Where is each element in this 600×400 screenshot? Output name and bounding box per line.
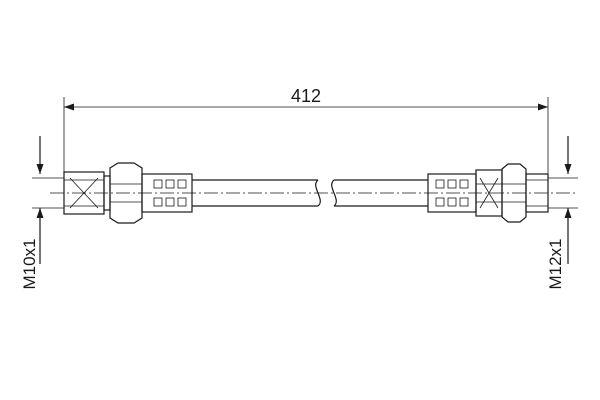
right-crimp-mark	[459, 179, 469, 189]
left-crimp-mark	[177, 179, 187, 189]
right-crimp-mark	[447, 179, 457, 189]
length-value: 412	[291, 86, 321, 106]
left-crimp-mark	[153, 197, 163, 207]
length-dimension: 412	[63, 86, 549, 178]
right-crimp-mark	[459, 197, 469, 207]
left-hex-nut	[109, 162, 143, 224]
right-crimp-mark	[435, 179, 445, 189]
thread-marker-right: M12x1	[546, 136, 578, 290]
left-crimp-mark	[165, 197, 175, 207]
hose-break-right	[331, 179, 337, 207]
left-crimp-mark	[165, 179, 175, 189]
right-crimp-mark	[435, 197, 445, 207]
hose-body	[192, 179, 428, 207]
right-crimp-mark	[447, 197, 457, 207]
right-flare-cross-2	[479, 177, 499, 209]
thread-label-left: M10x1	[20, 238, 39, 289]
thread-label-right: M12x1	[546, 238, 565, 289]
right-hex-nut	[501, 163, 527, 223]
thread-marker-left: M10x1	[20, 136, 64, 290]
left-crimp-mark	[153, 179, 163, 189]
left-crimp-mark	[177, 197, 187, 207]
